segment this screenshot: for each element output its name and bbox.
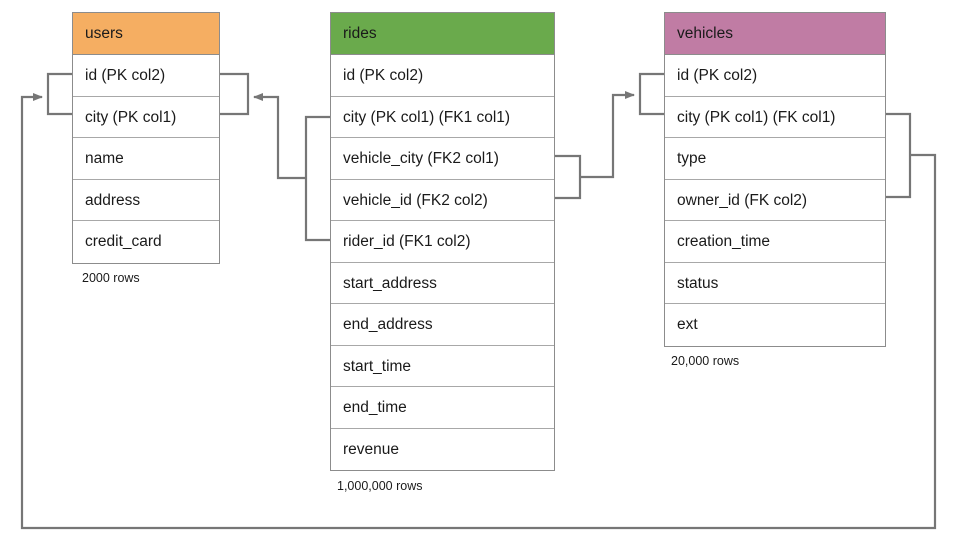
table-row[interactable]: credit_card [73,221,219,263]
table-title-rides: rides [331,13,554,55]
edge-rides-right-bracket [555,154,582,200]
table-row[interactable]: end_time [331,387,554,429]
edge-users-right-bracket [220,72,250,116]
table-row[interactable]: type [665,138,885,180]
table-row[interactable]: city (PK col1) (FK col1) [665,96,885,138]
table-row[interactable]: id (PK col2) [331,55,554,97]
table-row[interactable]: rider_id (FK1 col2) [331,221,554,263]
row-count-rides: 1,000,000 rows [337,479,423,493]
table-row[interactable]: ext [665,304,885,346]
table-row[interactable]: city (PK col1) [73,96,219,138]
edge-rides-fk1-to-users [253,93,306,180]
table-title-vehicles: vehicles [665,13,885,55]
table-title-users: users [73,13,219,55]
edge-rides-left-bracket [304,115,330,242]
edge-vehicles-right-bracket [886,112,912,199]
table-node-users[interactable]: users id (PK col2) city (PK col1) name a… [72,12,220,264]
edge-users-left-bracket [46,72,72,116]
table-row[interactable]: vehicle_id (FK2 col2) [331,179,554,221]
table-node-rides[interactable]: rides id (PK col2) city (PK col1) (FK1 c… [330,12,555,471]
table-row[interactable]: name [73,138,219,180]
table-row[interactable]: city (PK col1) (FK1 col1) [331,96,554,138]
table-row[interactable]: end_address [331,304,554,346]
table-row[interactable]: owner_id (FK col2) [665,179,885,221]
table-row[interactable]: id (PK col2) [73,55,219,97]
table-row[interactable]: id (PK col2) [665,55,885,97]
table-row[interactable]: creation_time [665,221,885,263]
table-row[interactable]: status [665,262,885,304]
table-node-vehicles[interactable]: vehicles id (PK col2) city (PK col1) (FK… [664,12,886,347]
edge-vehicles-left-bracket [638,72,664,116]
table-row[interactable]: address [73,179,219,221]
row-count-vehicles: 20,000 rows [671,354,740,368]
edge-rides-fk2-to-vehicles [580,91,635,179]
table-row[interactable]: revenue [331,428,554,470]
table-row[interactable]: start_time [331,345,554,387]
table-row[interactable]: vehicle_city (FK2 col1) [331,138,554,180]
table-row[interactable]: start_address [331,262,554,304]
row-count-users: 2000 rows [82,271,140,285]
